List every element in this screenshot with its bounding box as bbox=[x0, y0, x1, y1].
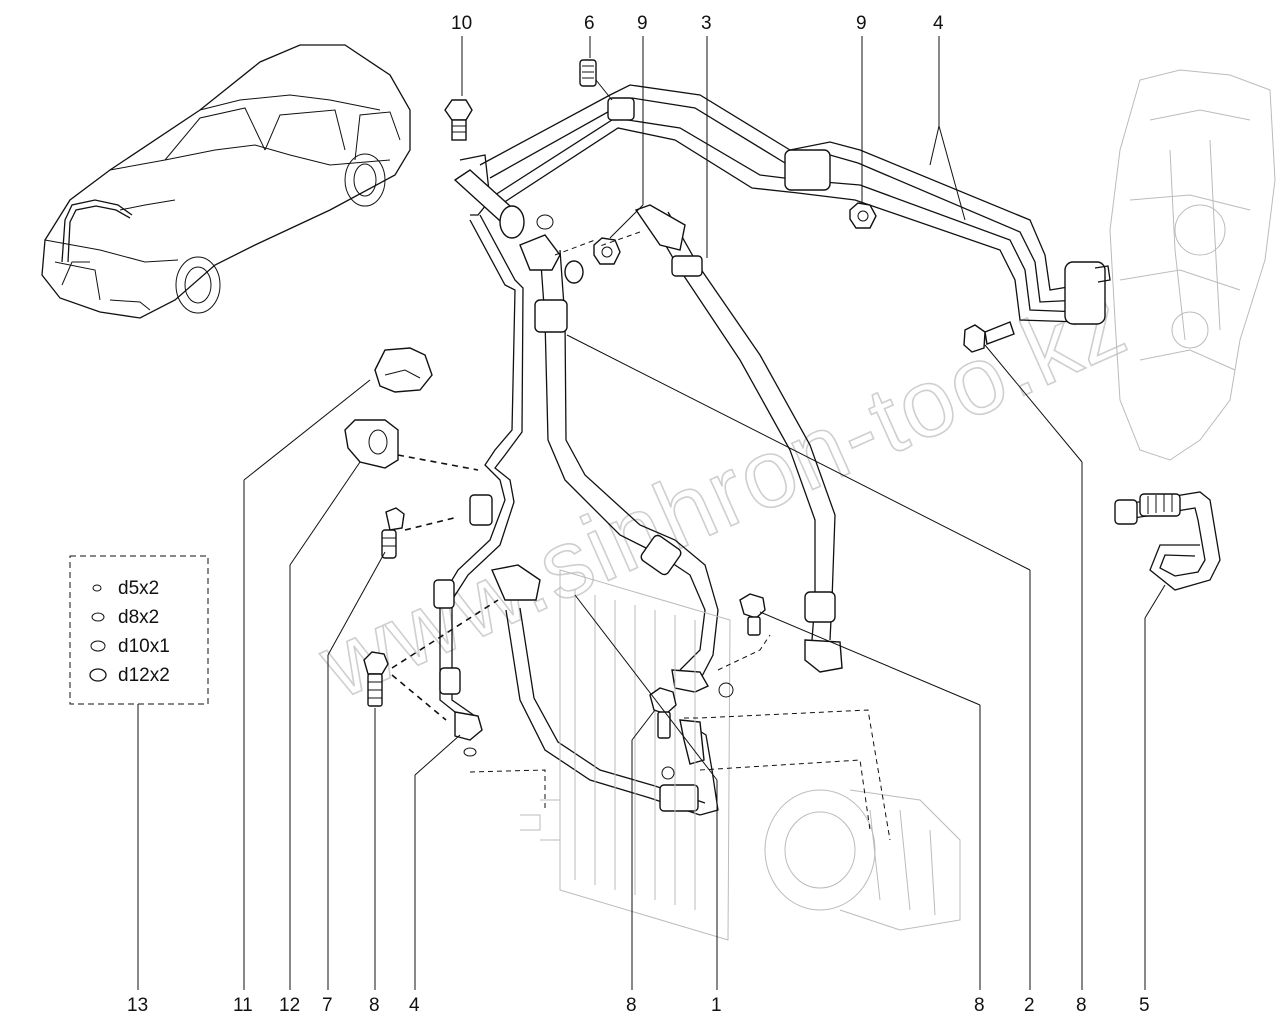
callout-11: 11 bbox=[233, 995, 253, 1016]
leader-lines bbox=[137, 36, 1166, 990]
legend-item-d5x2: d5x2 bbox=[118, 578, 159, 599]
legend-item-d12x2: d12x2 bbox=[118, 665, 170, 686]
callout-3: 3 bbox=[701, 13, 712, 34]
nut-9-left bbox=[593, 237, 621, 265]
callout-8-right: 8 bbox=[1076, 995, 1087, 1016]
callout-13: 13 bbox=[127, 995, 148, 1016]
legend-item-d8x2: d8x2 bbox=[118, 607, 159, 628]
condenser-background bbox=[520, 569, 731, 941]
o-ring-d5-icon bbox=[92, 584, 102, 592]
lower-left-pipe bbox=[433, 214, 524, 757]
o-ring-legend: d5x2 d8x2 d10x1 d12x2 bbox=[69, 555, 209, 705]
o-ring-d10-icon bbox=[90, 640, 106, 652]
bolt-8-middle bbox=[649, 687, 677, 739]
callout-12: 12 bbox=[279, 995, 300, 1016]
callout-8-middle: 8 bbox=[626, 995, 637, 1016]
callout-9-left: 9 bbox=[637, 13, 648, 34]
clip-11 bbox=[374, 347, 433, 393]
bolt-10 bbox=[444, 99, 473, 141]
callout-1: 1 bbox=[711, 995, 722, 1016]
callout-7: 7 bbox=[322, 995, 333, 1016]
pipe-5 bbox=[1114, 491, 1221, 591]
callout-10: 10 bbox=[451, 13, 472, 34]
callout-9-right: 9 bbox=[856, 13, 867, 34]
clip-12 bbox=[344, 419, 399, 469]
compressor-background bbox=[764, 789, 961, 931]
callout-4-bottom: 4 bbox=[409, 995, 420, 1016]
o-rings bbox=[536, 214, 734, 780]
o-ring-d12-icon bbox=[89, 668, 107, 682]
valve-fitting-6 bbox=[579, 59, 613, 101]
callout-numbers: 10 6 9 3 9 4 13 11 12 7 8 4 8 1 8 2 8 5 bbox=[127, 13, 1150, 1016]
legend-item-d10x1: d10x1 bbox=[118, 636, 170, 657]
callout-2: 2 bbox=[1024, 995, 1035, 1016]
bolt-8-right bbox=[963, 321, 1015, 353]
callout-4-top: 4 bbox=[933, 13, 944, 34]
bolt-7 bbox=[381, 507, 405, 559]
watermark-text: www.sinhron-too.kz bbox=[304, 268, 1142, 719]
bolt-8-center-right bbox=[739, 593, 766, 636]
o-ring-d8-icon bbox=[91, 612, 105, 622]
engine-background bbox=[1109, 69, 1276, 461]
nut-9-right bbox=[849, 202, 877, 229]
upper-pipe-assembly bbox=[453, 84, 1111, 325]
callout-5: 5 bbox=[1139, 995, 1150, 1016]
assembly-dashed-lines bbox=[391, 231, 891, 841]
car-illustration bbox=[41, 44, 411, 319]
callout-8-left: 8 bbox=[369, 995, 380, 1016]
hose-1 bbox=[491, 564, 719, 816]
callout-6: 6 bbox=[584, 13, 595, 34]
hose-2 bbox=[519, 234, 719, 693]
hose-3 bbox=[634, 204, 843, 673]
callout-8-center-right: 8 bbox=[974, 995, 985, 1016]
bolt-8-left bbox=[363, 651, 389, 707]
